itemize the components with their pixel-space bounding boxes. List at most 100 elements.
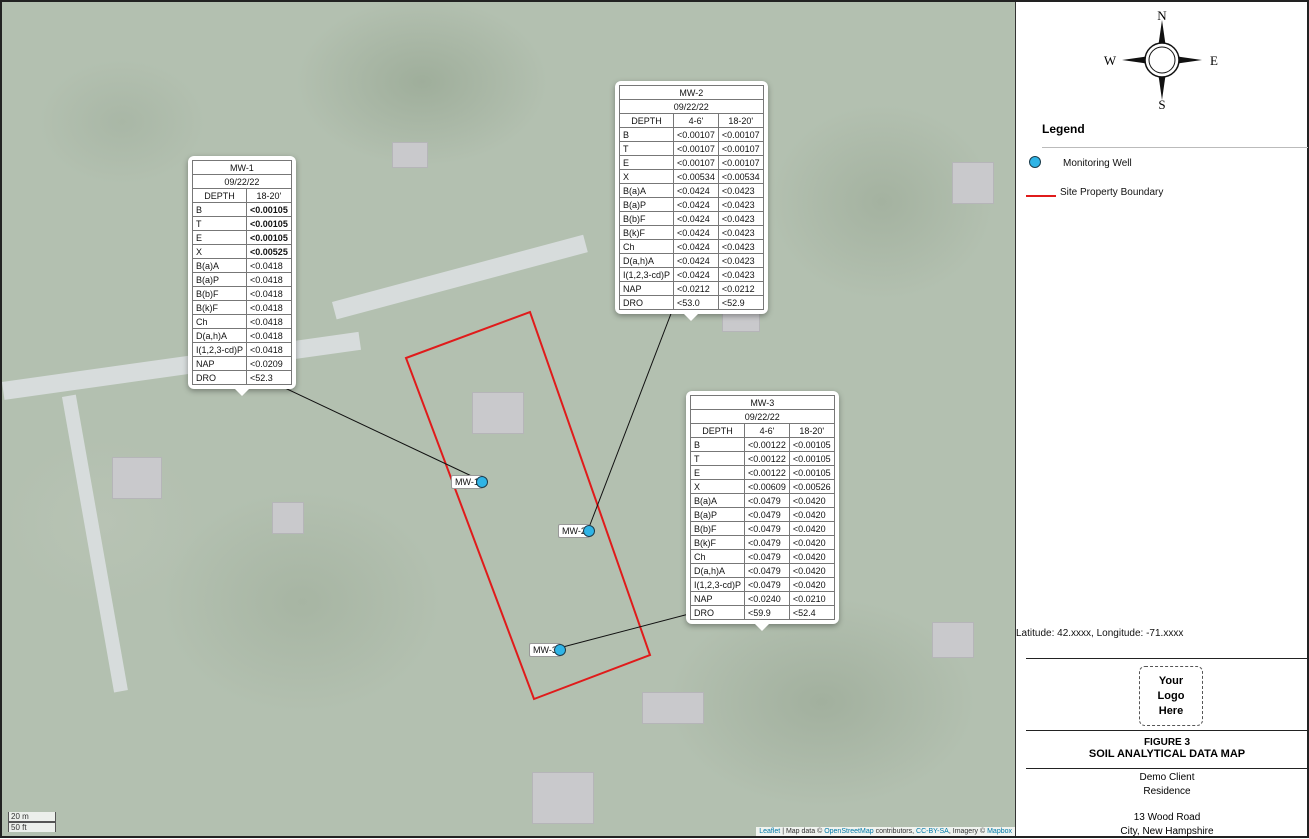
table-row: X<0.00609<0.00526 [689,479,835,494]
result: <0.0424 [673,183,719,198]
table-row: B(b)F<0.0479<0.0420 [689,521,835,536]
analyte: Ch [191,314,248,329]
result: <0.0418 [246,342,292,357]
result: <0.0210 [788,591,835,606]
result: <0.00122 [744,451,790,466]
result: <0.00107 [673,127,719,142]
legend-title: Legend [1042,122,1085,136]
result: <0.0479 [744,535,790,550]
analyte: DRO [618,295,675,310]
result: <52.9 [717,295,764,310]
result: <0.0212 [673,281,719,296]
result: <0.00105 [246,216,292,231]
column-header: DEPTH [191,188,248,203]
result: <0.0479 [744,507,790,522]
result: <0.00105 [788,465,835,480]
table-row: E<0.00122<0.00105 [689,465,835,480]
result: <0.0423 [717,253,764,268]
analyte: B(k)F [689,535,746,550]
table-row: B(k)F<0.0424<0.0423 [618,225,764,240]
result: <0.0423 [717,211,764,226]
site-property-boundary [404,310,652,701]
analyte: B(a)A [689,493,746,508]
result: <0.0424 [673,239,719,254]
result: <0.0423 [717,239,764,254]
figure-title: SOIL ANALYTICAL DATA MAP [1088,748,1246,760]
result: <0.00609 [744,479,790,494]
analyte: B(a)P [191,272,248,287]
monitoring-well-marker-mw2[interactable] [583,525,595,537]
analyte: B(a)A [191,258,248,273]
result: <0.00534 [717,169,764,184]
result: <0.0424 [673,197,719,212]
result: <0.0423 [717,225,764,240]
title-block-logo [1026,658,1308,730]
logo-text: Your [1158,674,1184,687]
legend-boundary: Site Property Boundary [1060,187,1164,198]
popup-sample-date: 09/22/22 [690,409,835,424]
popup-well-name: MW-2 [619,85,764,100]
table-row: D(a,h)A<0.0479<0.0420 [689,563,835,578]
logo-placeholder: Your Logo Here [1139,666,1203,726]
analyte: X [191,244,248,259]
mapbox-link[interactable]: Mapbox [987,828,1012,835]
popup-well-name: MW-1 [192,160,292,175]
result: <0.0424 [673,253,719,268]
client-name: Demo Client [1139,772,1195,783]
table-row: B(a)A<0.0424<0.0423 [618,183,764,198]
side-panel: N S W E Legend Monitoring Well Site Prop… [1015,2,1308,837]
analyte: DRO [689,605,746,620]
table-row: E<0.00107<0.00107 [618,155,764,170]
figure-number: FIGURE 3 [1143,737,1191,748]
attribution-text: contributors, [873,828,917,835]
table-row: B(b)F<0.0418 [191,286,292,301]
table-row: NAP<0.0240<0.0210 [689,591,835,606]
table-row: DRO<52.3 [191,370,292,385]
analyte: I(1,2,3-cd)P [689,577,746,592]
result: <0.00105 [788,451,835,466]
osm-link[interactable]: OpenStreetMap [824,828,874,835]
result: <0.0209 [246,356,292,371]
result: <0.0418 [246,314,292,329]
monitoring-well-marker-mw1[interactable] [476,476,488,488]
logo-text: Here [1158,704,1184,717]
license-link[interactable]: CC-BY-SA [916,828,949,835]
popup-well-name: MW-3 [690,395,835,410]
result: <0.00122 [744,465,790,480]
result: <0.00107 [717,141,764,156]
house [392,142,428,168]
result: <0.00107 [673,141,719,156]
analyte: NAP [618,281,675,296]
popup-sample-date: 09/22/22 [192,174,292,189]
analyte: X [689,479,746,494]
result: <0.0420 [788,577,835,592]
table-row: NAP<0.0212<0.0212 [618,281,764,296]
analyte: B(k)F [618,225,675,240]
leaflet-link[interactable]: Leaflet [759,828,781,835]
title-block-figure: FIGURE 3 SOIL ANALYTICAL DATA MAP [1026,730,1308,768]
table-row: Ch<0.0418 [191,314,292,329]
compass-w: W [1104,53,1117,68]
result: <0.0418 [246,328,292,343]
table-row: T<0.00122<0.00105 [689,451,835,466]
analyte: E [689,465,746,480]
title-block-client: Demo Client Residence 13 Wood Road City,… [1026,768,1308,837]
compass-s: S [1158,97,1165,110]
boundary-legend-icon [1026,195,1056,197]
analyte: B [618,127,675,142]
analyte: Ch [689,549,746,564]
table-row: DRO<59.9<52.4 [689,605,835,620]
table-row: X<0.00534<0.00534 [618,169,764,184]
analyte: B(b)F [191,286,248,301]
analyte: X [618,169,675,184]
monitoring-well-marker-mw3[interactable] [554,644,566,656]
result: <52.4 [788,605,835,620]
result: <0.0418 [246,300,292,315]
result: <0.0420 [788,563,835,578]
monitoring-well-legend-icon [1029,156,1041,168]
